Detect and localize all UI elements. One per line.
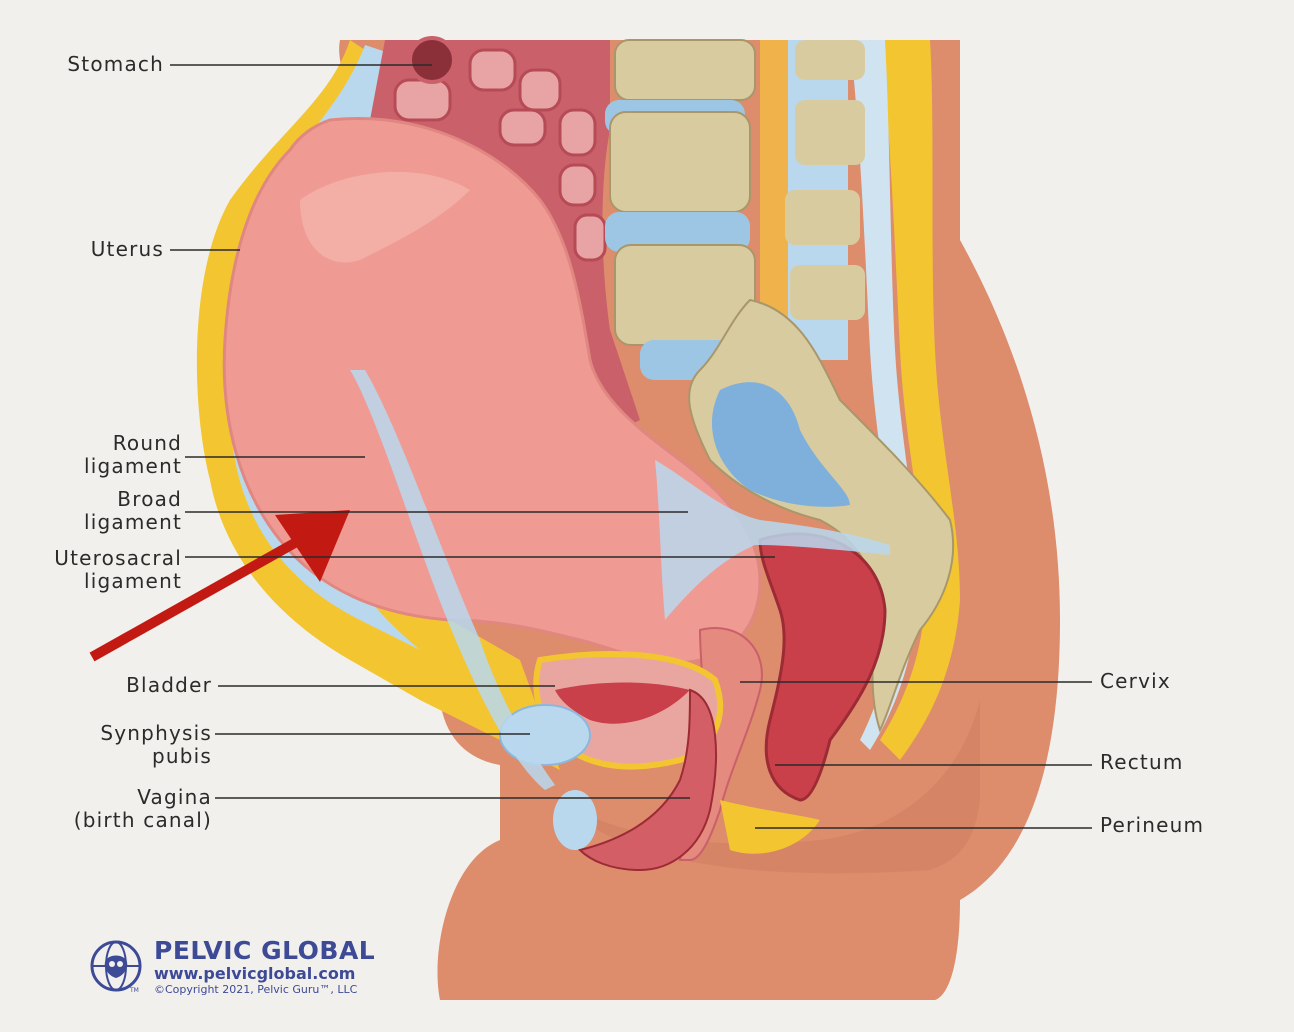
label-cervix: Cervix [1100, 670, 1171, 693]
label-synphysis-pubis: Synphysis pubis [100, 722, 212, 768]
label-bladder: Bladder [126, 674, 212, 697]
label-rectum: Rectum [1100, 751, 1184, 774]
label-broad-ligament: Broad ligament [84, 488, 182, 534]
logo-tm: TM [129, 987, 139, 994]
label-stomach: Stomach [67, 53, 164, 76]
logo-copyright: ©Copyright 2021, Pelvic Guru™, LLC [154, 983, 357, 996]
pubic-bone-lower [553, 790, 597, 850]
label-uterus: Uterus [91, 238, 164, 261]
pelvic-global-logo: TM PELVIC GLOBAL www.pelvicglobal.com ©C… [88, 936, 388, 998]
label-perineum: Perineum [1100, 814, 1204, 837]
label-round-ligament: Round ligament [84, 432, 182, 478]
logo-url: www.pelvicglobal.com [154, 964, 355, 983]
label-uterosacral-ligament: Uterosacral ligament [54, 547, 182, 593]
logo-title: PELVIC GLOBAL [154, 936, 375, 965]
label-vagina: Vagina (birth canal) [74, 786, 212, 832]
stomach-structure [410, 38, 454, 82]
globe-pelvis-icon: TM [88, 938, 148, 996]
